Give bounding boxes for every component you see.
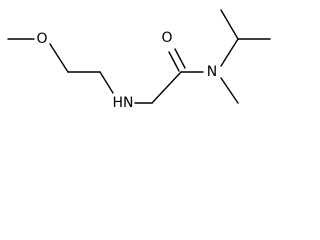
- bond-ch2-carbonyl-c: [151, 71, 182, 104]
- amide-nitrogen-label: N: [207, 64, 217, 80]
- molecule-structure: O HN O N: [7, 9, 271, 111]
- bond-carbonyl-double-a: [168, 51, 180, 72]
- bond-ether-o-ch2: [49, 43, 69, 73]
- amine-nh-label: HN: [113, 95, 134, 111]
- bond-carbonyl-double-b: [174, 48, 186, 69]
- bond-isopropyl-ch-methyl-up: [220, 9, 239, 40]
- carbonyl-oxygen-label: O: [161, 30, 172, 46]
- bond-amide-n-isopropyl-ch: [220, 38, 239, 67]
- bond-amide-n-methyl: [220, 77, 239, 104]
- bond-ch2-nh: [99, 71, 114, 94]
- ether-oxygen-label: O: [36, 31, 47, 47]
